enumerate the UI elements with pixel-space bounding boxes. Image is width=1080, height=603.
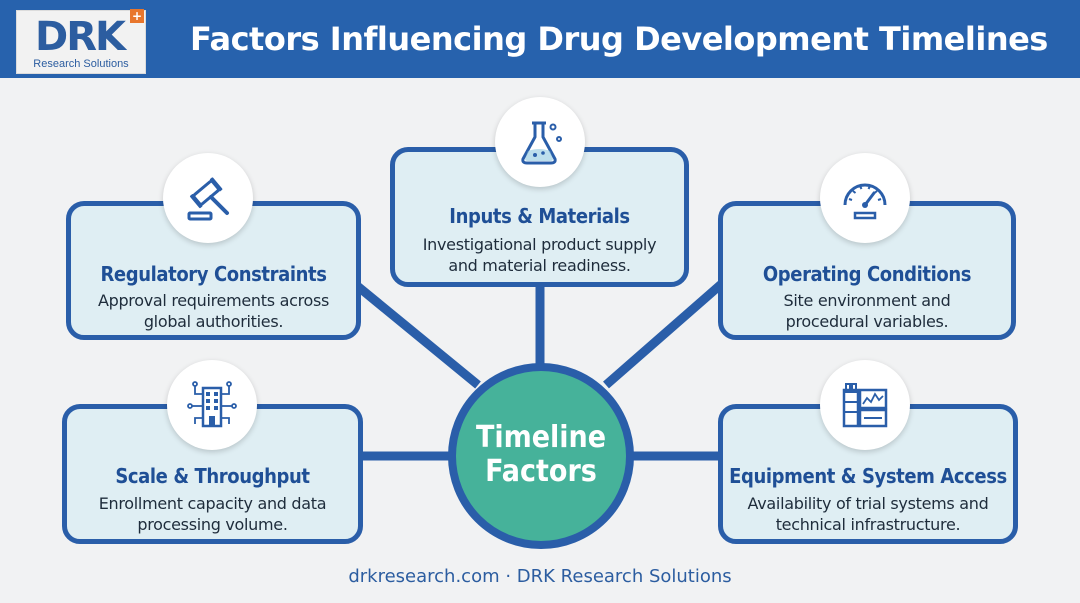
center-label: Timeline Factors [456, 421, 626, 489]
card-title: Regulatory Constraints [100, 262, 327, 286]
card-title: Scale & Throughput [115, 464, 310, 488]
header-bar: DRK + Research Solutions Factors Influen… [0, 0, 1080, 78]
logo-subtitle: Research Solutions [33, 58, 129, 70]
card-title: Inputs & Materials [449, 204, 630, 228]
card-regulatory-constraints: Regulatory Constraints Approval requirem… [66, 201, 361, 340]
center-hub: Timeline Factors [448, 363, 634, 549]
card-description: Investigational product supply and mater… [422, 235, 657, 275]
card-description: Site environment and procedural variable… [783, 291, 951, 331]
logo: DRK + Research Solutions [16, 9, 146, 74]
logo-plus-icon: + [130, 9, 144, 23]
center-label-line1: Timeline [475, 420, 607, 455]
card-description: Availability of trial systems and techni… [747, 494, 989, 534]
card-title: Equipment & System Access [729, 464, 1007, 488]
gavel-icon [163, 153, 253, 243]
building-network-icon [167, 360, 257, 450]
center-label-line2: Factors [485, 454, 597, 489]
card-title: Operating Conditions [762, 262, 972, 286]
logo-text: DRK [35, 14, 126, 60]
footer-text: drkresearch.com · DRK Research Solutions [348, 566, 732, 587]
page-title: Factors Influencing Drug Development Tim… [190, 20, 1048, 58]
card-description: Approval requirements across global auth… [97, 291, 330, 331]
connector-operating [603, 276, 729, 389]
flask-icon [495, 97, 585, 187]
card-description: Enrollment capacity and data processing … [98, 494, 327, 534]
connector-regulatory [347, 276, 481, 389]
gauge-icon [820, 153, 910, 243]
lab-equipment-icon [820, 360, 910, 450]
